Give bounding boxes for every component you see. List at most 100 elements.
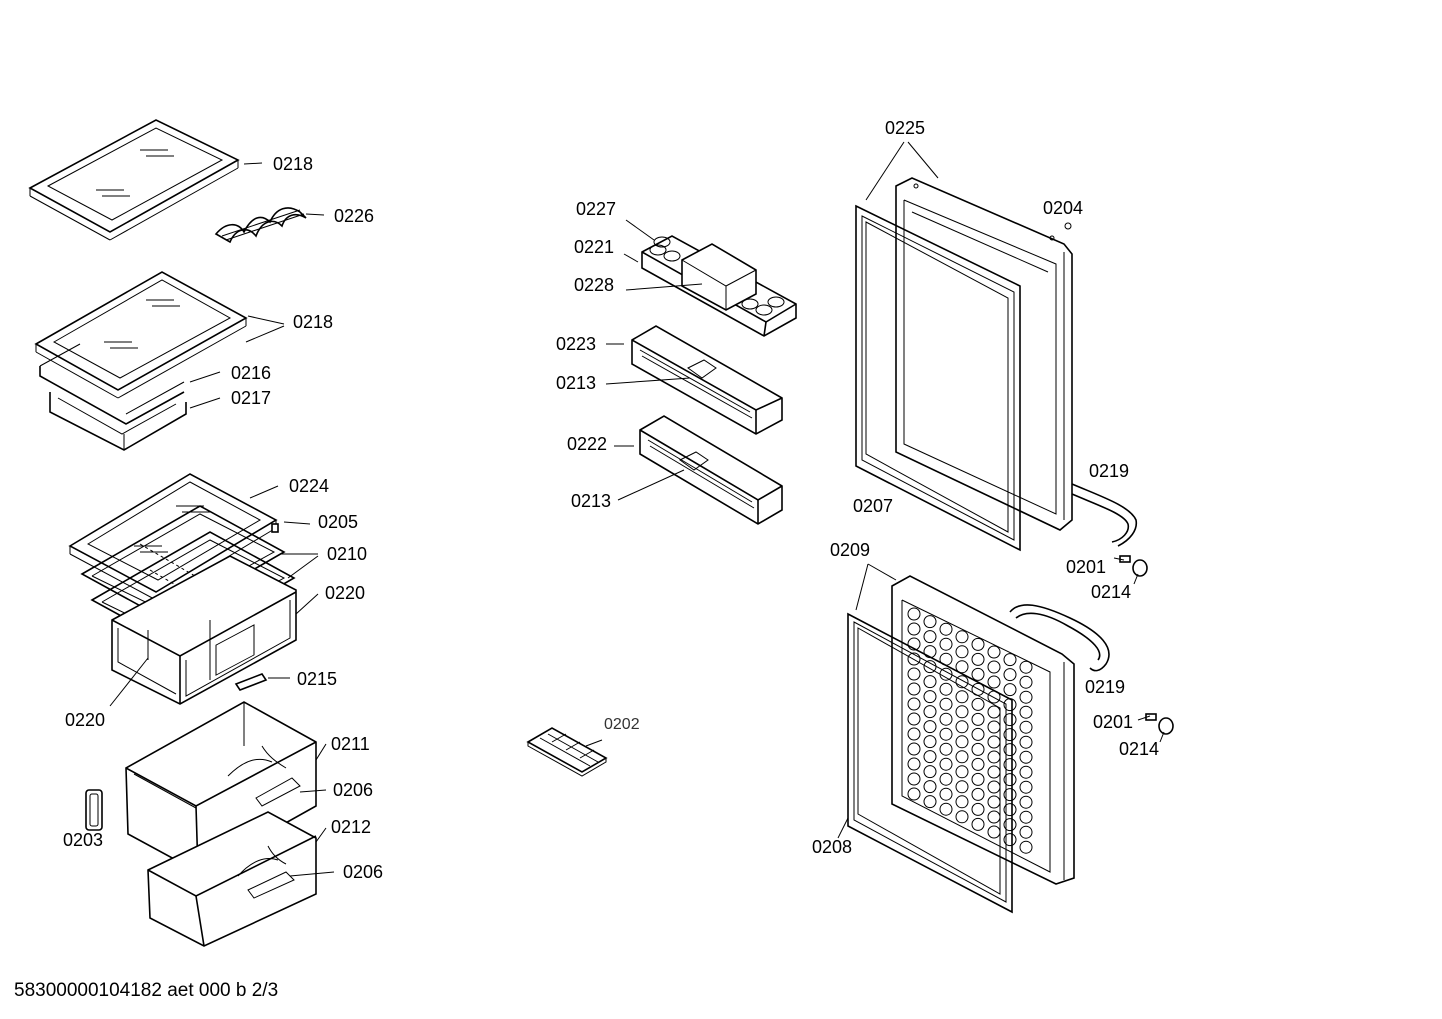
door-dimple (971, 667, 985, 681)
door-dimple (939, 622, 953, 636)
door-dimple (923, 765, 937, 779)
door-dimple (955, 705, 969, 719)
door-dimple (923, 690, 937, 704)
gasket-small (85, 789, 103, 831)
door-dimple (939, 802, 953, 816)
door-dimple (971, 727, 985, 741)
door-dimple (1003, 788, 1017, 802)
door-dimple (923, 795, 937, 809)
callout-label: 0219 (1085, 677, 1125, 697)
freezer-door (891, 575, 1075, 885)
door-dimple (923, 705, 937, 719)
glass-shelf-lower (68, 473, 278, 601)
door-dimple (1003, 758, 1017, 772)
door-gasket-lower (847, 612, 1013, 914)
door-dimple (907, 787, 921, 801)
door-gasket-upper (855, 204, 1021, 552)
door-dimple (1019, 810, 1033, 824)
door-dimple (955, 630, 969, 644)
callout-label: 0205 (318, 512, 358, 532)
door-dimple (1003, 818, 1017, 832)
callout-label: 0216 (231, 363, 271, 383)
clip-0205 (271, 523, 279, 533)
door-dimple (907, 622, 921, 636)
door-dimple (971, 637, 985, 651)
egg-tray-and-butter-dish (641, 235, 797, 337)
shelf-frame (39, 343, 185, 425)
callout-label: 0225 (885, 118, 925, 138)
door-dimple (1019, 705, 1033, 719)
door-dimple (1019, 765, 1033, 779)
grid-frame-upper (80, 505, 286, 621)
callout-label: 0204 (1043, 198, 1083, 218)
door-dimple (907, 637, 921, 651)
door-dimple (1019, 690, 1033, 704)
door-dimple (987, 675, 1001, 689)
door-dimple (955, 675, 969, 689)
door-dimple (955, 690, 969, 704)
callout-label: 0213 (571, 491, 611, 511)
door-dimple (1003, 713, 1017, 727)
callout-label: 0217 (231, 388, 271, 408)
callout-label: 0214 (1119, 739, 1159, 759)
door-dimple (1003, 773, 1017, 787)
door-dimple (939, 712, 953, 726)
callout-label: 0202 (604, 716, 640, 733)
freezer-drawer-top (111, 555, 297, 705)
door-dimple (1003, 668, 1017, 682)
door-dimple (907, 757, 921, 771)
callout-label: 0203 (63, 830, 103, 850)
door-dimple (939, 697, 953, 711)
door-dimple (1003, 833, 1017, 847)
door-dimple (1019, 825, 1033, 839)
door-dimple (1003, 653, 1017, 667)
screw-and-cap-upper (1119, 555, 1148, 577)
door-dimple (939, 787, 953, 801)
door-dimple (955, 750, 969, 764)
callout-label: 0226 (334, 206, 374, 226)
door-dimple (923, 780, 937, 794)
door-dimple (939, 682, 953, 696)
crisper-tray (49, 392, 187, 451)
callout-label: 0218 (273, 154, 313, 174)
callout-label: 0220 (325, 583, 365, 603)
door-dimple (955, 720, 969, 734)
door-dimple (955, 795, 969, 809)
door-dimple (1003, 728, 1017, 742)
door-dimple (939, 637, 953, 651)
door-dimple (923, 750, 937, 764)
door-dimple (971, 652, 985, 666)
callout-label: 0214 (1091, 582, 1131, 602)
door-dimple (1003, 803, 1017, 817)
door-dimple (923, 675, 937, 689)
door-dimple (939, 727, 953, 741)
callout-label: 0212 (331, 817, 371, 837)
door-handle-lower (1009, 604, 1110, 672)
freezer-drawer-small-part (234, 673, 268, 691)
door-dimple (987, 645, 1001, 659)
door-dimple (907, 772, 921, 786)
leader-lines (109, 141, 1165, 877)
door-dimple (1019, 660, 1033, 674)
door-dimple (907, 667, 921, 681)
callout-label: 0201 (1093, 712, 1133, 732)
callout-label: 0223 (556, 334, 596, 354)
door-dimple (907, 712, 921, 726)
door-dimple (1019, 720, 1033, 734)
door-dimple (1019, 840, 1033, 854)
door-dimple (971, 697, 985, 711)
door-dimple (1019, 780, 1033, 794)
door-rack-upper (631, 325, 783, 435)
door-dimple (923, 735, 937, 749)
screw-and-cap-lower (1145, 713, 1174, 735)
door-dimple (971, 787, 985, 801)
door-dimple (955, 660, 969, 674)
callout-labels: 0218 0226 0218 0216 0217 0224 0205 0210 … (63, 118, 1159, 882)
callout-label: 0201 (1066, 557, 1106, 577)
door-dimple (907, 742, 921, 756)
callout-label: 0228 (574, 275, 614, 295)
callout-label: 0222 (567, 434, 607, 454)
door-dimple (971, 757, 985, 771)
door-dimple (1019, 795, 1033, 809)
